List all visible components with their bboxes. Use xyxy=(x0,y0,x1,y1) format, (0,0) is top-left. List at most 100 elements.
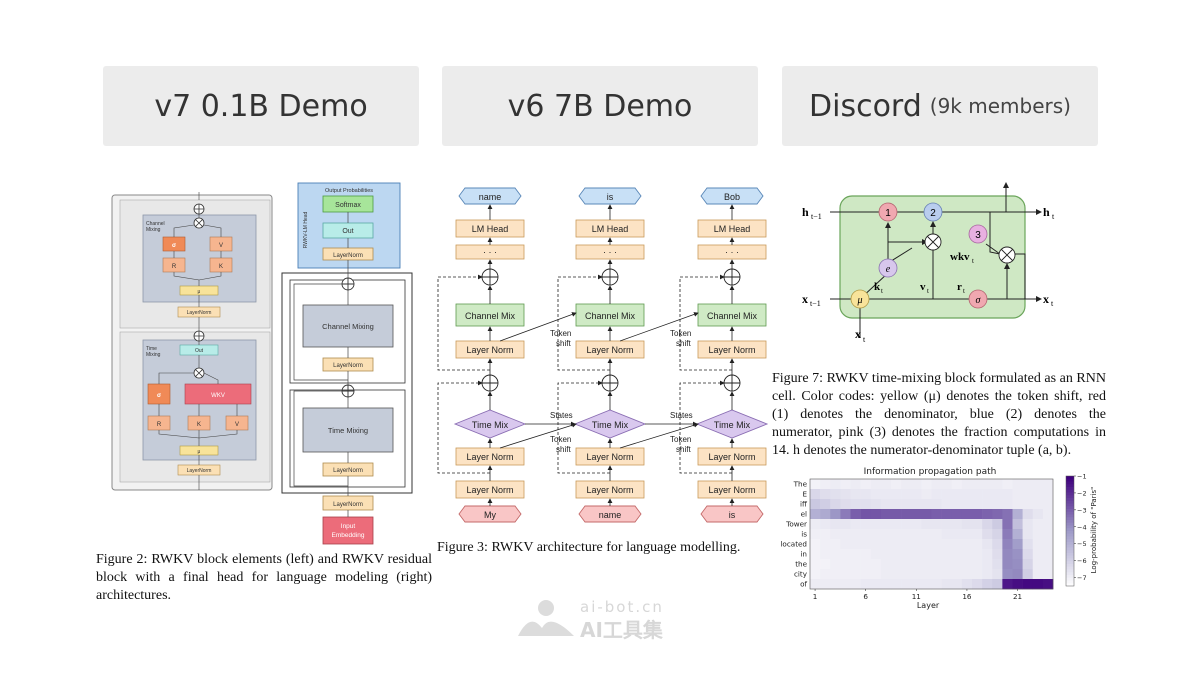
heatmap-cell xyxy=(911,539,922,550)
heatmap-cell xyxy=(1012,569,1023,580)
fig3-output-token: Bob xyxy=(724,192,740,202)
heatmap-cell xyxy=(982,539,993,550)
heatmap-cell xyxy=(860,539,872,550)
colorbar-segment xyxy=(1066,498,1074,502)
heatmap-cell xyxy=(850,499,861,510)
heatmap-cell xyxy=(941,489,953,500)
heatmap-cell xyxy=(850,529,861,540)
heatmap-y-tick: the xyxy=(795,560,807,569)
colorbar-segment xyxy=(1066,575,1074,579)
heatmap-cell xyxy=(951,489,963,500)
heatmap-cell xyxy=(911,479,922,490)
colorbar-segment xyxy=(1066,528,1074,532)
svg-text:K: K xyxy=(219,264,223,270)
svg-text:Out: Out xyxy=(195,348,204,354)
colorbar-tick: −4 xyxy=(1077,523,1087,531)
heatmap-cell xyxy=(992,479,1003,490)
heatmap-cell xyxy=(951,479,963,490)
svg-text:Token: Token xyxy=(670,329,691,338)
heatmap-cell xyxy=(880,569,892,580)
heatmap-cell xyxy=(931,479,942,490)
heatmap-cell xyxy=(1002,479,1013,490)
heatmap-cell xyxy=(870,489,882,500)
svg-text:· · ·: · · · xyxy=(725,247,739,257)
svg-text:shift: shift xyxy=(556,339,571,348)
heatmap-cell xyxy=(1002,549,1013,560)
heatmap-x-tick: 16 xyxy=(962,592,972,601)
colorbar-segment xyxy=(1066,514,1074,518)
heatmap-cell xyxy=(1032,489,1044,500)
v7-demo-button[interactable]: v7 0.1B Demo xyxy=(103,66,419,146)
heatmap-cell xyxy=(810,489,821,500)
heatmap-cell xyxy=(951,499,963,510)
fig2-time-mixing-label: Time xyxy=(146,346,157,352)
heatmap-cell xyxy=(830,499,841,510)
heatmap-cell xyxy=(921,529,932,540)
heatmap-cell xyxy=(1012,559,1023,570)
heatmap-cell xyxy=(961,539,973,550)
heatmap-cell xyxy=(992,569,1003,580)
heatmap-cell xyxy=(961,519,973,530)
svg-text:Layer Norm: Layer Norm xyxy=(466,452,513,462)
heatmap-cell xyxy=(941,549,953,560)
heatmap-cell xyxy=(901,549,912,560)
svg-text:t: t xyxy=(1051,299,1054,308)
svg-text:K: K xyxy=(197,422,201,428)
heatmap-cell xyxy=(850,569,861,580)
svg-text:Layer Norm: Layer Norm xyxy=(708,452,755,462)
watermark-icon xyxy=(518,600,574,636)
heatmap-cell xyxy=(901,519,912,530)
svg-text:LayerNorm: LayerNorm xyxy=(187,468,212,474)
heatmap-cell xyxy=(982,479,993,490)
colorbar-segment xyxy=(1066,550,1074,554)
svg-text:States: States xyxy=(670,411,693,420)
heatmap-cell xyxy=(1012,489,1023,500)
heatmap-cell xyxy=(850,539,861,550)
heatmap-cell xyxy=(931,489,942,500)
heatmap-cell xyxy=(951,519,963,530)
heatmap-cell xyxy=(830,509,841,520)
heatmap-cell xyxy=(931,499,942,510)
heatmap-cell xyxy=(1042,519,1054,530)
heatmap-cell xyxy=(820,529,831,540)
heatmap-cell xyxy=(1022,489,1034,500)
svg-text:t: t xyxy=(863,335,866,344)
discord-button[interactable]: Discord(9k members) xyxy=(782,66,1098,146)
heatmap-cell xyxy=(941,529,953,540)
heatmap-cell xyxy=(901,569,912,580)
heatmap-cell xyxy=(921,509,932,520)
heatmap-y-tick: The xyxy=(793,480,808,489)
heatmap-cell xyxy=(820,519,831,530)
heatmap-cell xyxy=(880,529,892,540)
heatmap-cell xyxy=(921,549,932,560)
fig3-time-mix: Time Mix xyxy=(472,420,509,430)
heatmap-cell xyxy=(1032,579,1044,590)
heatmap-cell xyxy=(1012,509,1023,520)
heatmap-cell xyxy=(860,559,872,570)
v6-demo-button[interactable]: v6 7B Demo xyxy=(442,66,758,146)
colorbar-segment xyxy=(1066,553,1074,557)
heatmap-cell xyxy=(1012,539,1023,550)
heatmap-cell xyxy=(1002,499,1013,510)
colorbar-segment xyxy=(1066,522,1074,526)
svg-text:Channel Mixing: Channel Mixing xyxy=(322,322,374,331)
heatmap-cell xyxy=(870,579,882,590)
heatmap-cell xyxy=(860,519,872,530)
heatmap-cell xyxy=(1012,499,1023,510)
watermark-name: AI工具集 xyxy=(580,618,663,642)
svg-text:Softmax: Softmax xyxy=(335,202,361,209)
heatmap-cell xyxy=(860,509,872,520)
svg-text:1: 1 xyxy=(885,208,891,219)
heatmap-x-tick: 21 xyxy=(1013,592,1022,601)
svg-text:μ: μ xyxy=(198,449,201,455)
heatmap-cell xyxy=(931,519,942,530)
heatmap-cell xyxy=(951,579,963,590)
heatmap-cell xyxy=(961,499,973,510)
heatmap-cell xyxy=(1002,539,1013,550)
heatmap-cell xyxy=(1022,499,1034,510)
heatmap-cell xyxy=(1042,529,1054,540)
heatmap-cell xyxy=(1012,529,1023,540)
svg-text:r: r xyxy=(957,281,962,293)
svg-text:Token: Token xyxy=(670,435,691,444)
heatmap-cell xyxy=(1012,519,1023,530)
